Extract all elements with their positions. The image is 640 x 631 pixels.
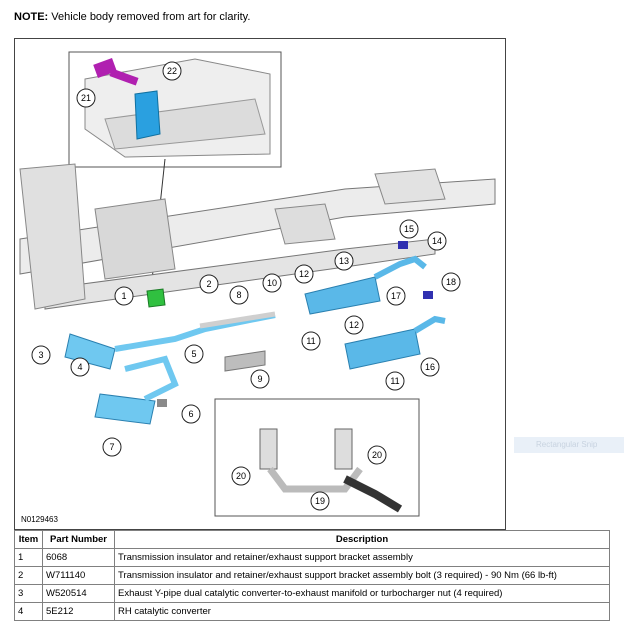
callout-circle [229, 285, 249, 305]
callout-number: 4 [77, 362, 82, 372]
callout-number: 13 [339, 256, 349, 266]
header-description: Description [114, 530, 610, 549]
callout-number: 7 [109, 442, 114, 452]
callout-number: 18 [446, 277, 456, 287]
item-cell: 4 [14, 602, 43, 621]
callout-circle [294, 264, 314, 284]
callout-circle [199, 274, 219, 294]
callout-number: 1 [121, 291, 126, 301]
callout-labels: 1234567891011111212131415161718192020212… [31, 61, 461, 511]
callout-number: 11 [306, 336, 315, 346]
callout-number: 15 [404, 224, 414, 234]
callout-number: 2 [206, 279, 211, 289]
description-cell: Transmission insulator and retainer/exha… [114, 548, 610, 567]
callout-circle [262, 273, 282, 293]
callout-circle [184, 344, 204, 364]
description-cell: Transmission insulator and retainer/exha… [114, 566, 610, 585]
callout-circle [385, 371, 405, 391]
exhaust-diagram: 1234567891011111212131415161718192020212… [19, 51, 496, 517]
callout-number: 11 [390, 376, 399, 386]
table-row: 1 6068 Transmission insulator and retain… [14, 548, 610, 567]
callout-circle [367, 445, 387, 465]
callout-number: 8 [236, 290, 241, 300]
header-part-number: Part Number [42, 530, 115, 549]
item-cell: 1 [14, 548, 43, 567]
callout-number: 6 [188, 409, 193, 419]
callout-circle [334, 251, 354, 271]
part-number-cell: W711140 [42, 566, 115, 585]
callout-circle [399, 219, 419, 239]
callout-circle [76, 88, 96, 108]
part-number-cell: W520514 [42, 584, 115, 603]
callout-number: 14 [432, 236, 442, 246]
callout-circle [70, 357, 90, 377]
note-label: NOTE: [14, 11, 49, 23]
callout-circle [102, 437, 122, 457]
callout-circle [310, 491, 330, 511]
callout-number: 12 [349, 320, 359, 330]
callout-number: 9 [257, 374, 262, 384]
table-header-row: Item Part Number Description [14, 530, 610, 549]
item-cell: 2 [14, 566, 43, 585]
callout-number: 20 [372, 450, 382, 460]
table-row: 4 5E212 RH catalytic converter [14, 602, 610, 621]
callout-number: 21 [81, 93, 91, 103]
table-row: 2 W711140 Transmission insulator and ret… [14, 566, 610, 585]
callout-circle [427, 231, 447, 251]
note-text: Vehicle body removed from art for clarit… [48, 11, 251, 23]
callout-circle [420, 357, 440, 377]
callout-number: 10 [267, 278, 277, 288]
callout-circle [114, 286, 134, 306]
callout-circle [386, 286, 406, 306]
figure-id: N0129463 [21, 515, 58, 524]
parts-table: Item Part Number Description 1 6068 Tran… [14, 530, 610, 621]
callout-circle [31, 345, 51, 365]
callout-circle [344, 315, 364, 335]
callout-number: 12 [299, 269, 309, 279]
part-number-cell: 6068 [42, 548, 115, 567]
callout-number: 22 [167, 66, 177, 76]
description-cell: Exhaust Y-pipe dual catalytic converter-… [114, 584, 610, 603]
callout-circle [250, 369, 270, 389]
callout-circle [231, 466, 251, 486]
callout-number: 16 [425, 362, 435, 372]
rectangular-snip-overlay: Rectangular Snip [514, 437, 624, 453]
callout-number: 19 [315, 496, 325, 506]
callout-number: 5 [191, 349, 196, 359]
note-line: NOTE: Vehicle body removed from art for … [14, 11, 250, 23]
callout-circle [181, 404, 201, 424]
callout-number: 3 [38, 350, 43, 360]
part-number-cell: 5E212 [42, 602, 115, 621]
callout-circle [162, 61, 182, 81]
callout-number: 20 [236, 471, 246, 481]
callout-circle [441, 272, 461, 292]
table-row: 3 W520514 Exhaust Y-pipe dual catalytic … [14, 584, 610, 603]
item-cell: 3 [14, 584, 43, 603]
callout-number: 17 [391, 291, 401, 301]
header-item: Item [14, 530, 43, 549]
description-cell: RH catalytic converter [114, 602, 610, 621]
callout-circle [301, 331, 321, 351]
